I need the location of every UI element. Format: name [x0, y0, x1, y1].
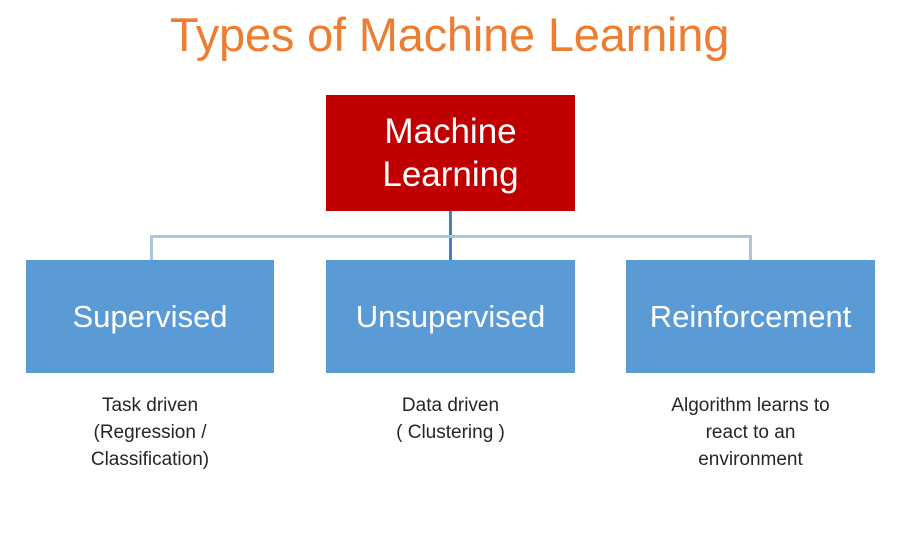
node-unsupervised[interactable]: Unsupervised — [326, 260, 575, 373]
node-reinforcement-label: Reinforcement — [649, 298, 852, 334]
node-machine-learning[interactable]: Machine Learning — [326, 95, 575, 211]
node-reinforcement[interactable]: Reinforcement — [626, 260, 875, 373]
connector-horizontal-rail — [150, 235, 752, 238]
caption-unsupervised: Data driven ( Clustering ) — [326, 392, 575, 446]
node-supervised-label: Supervised — [72, 298, 228, 334]
caption-supervised: Task driven (Regression / Classification… — [26, 392, 274, 473]
caption-line: Data driven — [401, 395, 500, 416]
node-supervised[interactable]: Supervised — [26, 260, 274, 373]
node-label-line-1: Machine — [384, 112, 517, 151]
page-title: Types of Machine Learning — [169, 8, 730, 61]
connector-branch-reinforcement — [749, 235, 752, 261]
caption-line: environment — [698, 449, 803, 470]
caption-line: (Regression / — [93, 422, 207, 443]
connector-branch-supervised — [150, 235, 153, 261]
caption-reinforcement: Algorithm learns to react to an environm… — [626, 392, 875, 473]
caption-line: Task driven — [101, 395, 199, 416]
caption-line: Algorithm learns to — [671, 395, 830, 416]
caption-line: react to an — [705, 422, 796, 443]
caption-line: ( Clustering ) — [396, 422, 505, 443]
node-label-line-2: Learning — [382, 155, 519, 194]
node-unsupervised-label: Unsupervised — [355, 298, 546, 334]
caption-line: Classification) — [90, 449, 210, 470]
node-machine-learning-label: Machine Learning — [382, 110, 518, 196]
